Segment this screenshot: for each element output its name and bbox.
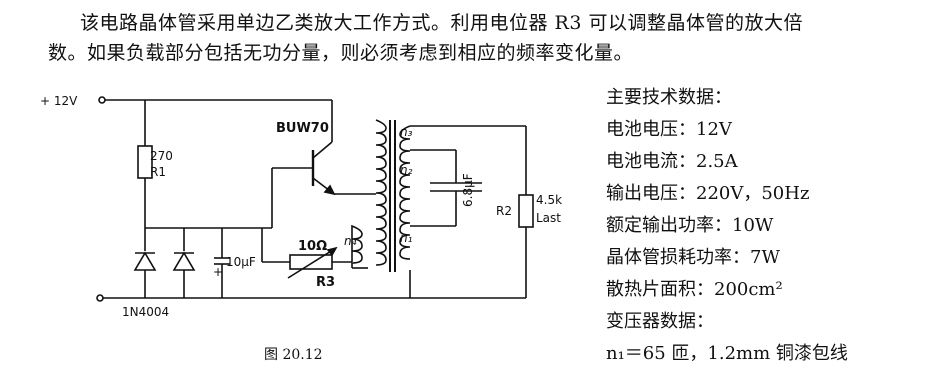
r1-value-label: 270 [150,149,173,163]
r3-resistor [289,254,333,270]
intro-line-2: 数。如果负载部分包括无功分量，则必须考虑到相应的频率变化量。 [48,42,634,64]
d1-triangle [133,251,157,271]
spec-n1: n₁＝65 匝，1.2mm 铜漆包线 [606,343,848,364]
r2-load-label: Last [536,211,561,225]
spec-heatsink: 散热片面积：200cm² [606,279,783,300]
spec-transformer-title: 变压器数据： [606,311,714,332]
primary-winding [375,119,387,266]
circuit-diagram: + 12V 270 R1 BUW70 10μF + 1N4004 10Ω R3 … [40,94,562,319]
emitter-arrow [323,184,336,196]
n2-label: n₂ [400,163,413,177]
intro-line-1: 该电路晶体管采用单边乙类放大工作方式。利用电位器 R3 可以调整晶体管的放大倍 [80,12,803,34]
n4-label: n₄ [344,234,357,248]
spec-rated-power: 额定输出功率：10W [606,215,774,236]
n1-label: n₁ [400,231,413,245]
vcc-label: + 12V [40,94,78,108]
spec-list: 主要技术数据： 电池电压：12V 电池电流：2.5A 输出电压：220V，50H… [606,82,916,370]
spec-transistor-loss: 晶体管损耗功率：7W [606,247,780,268]
r2-value-label: 4.5k [536,193,562,207]
n3-label: n₃ [400,125,413,139]
spec-output-voltage: 输出电压：220V，50Hz [606,183,810,204]
diode-part-label: 1N4004 [122,305,169,319]
secondary-winding [399,125,411,260]
intro-paragraph: 该电路晶体管采用单边乙类放大工作方式。利用电位器 R3 可以调整晶体管的放大倍 … [48,8,908,68]
vcc-terminal [98,96,106,104]
d2-triangle [172,251,196,271]
transistor-label: BUW70 [276,121,329,136]
r3-value-label: 10Ω [298,239,327,254]
figure-caption: 图 20.12 [264,347,323,363]
r1-name-label: R1 [150,165,166,179]
n4-winding [351,224,363,268]
ground-terminal [96,294,104,302]
spec-battery-current: 电池电流：2.5A [606,151,738,172]
c2-value-label: 6.8μF [461,173,475,207]
spec-title: 主要技术数据： [606,87,732,108]
r2-resistor [518,194,534,228]
r3-arrowhead [326,246,338,257]
r3-adjust-arrow [287,247,337,279]
r2-name-label: R2 [496,204,512,218]
r3-name-label: R3 [316,275,335,290]
cap-value-label: 10μF [226,255,256,269]
transistor-collector [312,141,333,159]
spec-battery-voltage: 电池电压：12V [606,119,732,140]
cap-plus-label: + [213,265,223,279]
